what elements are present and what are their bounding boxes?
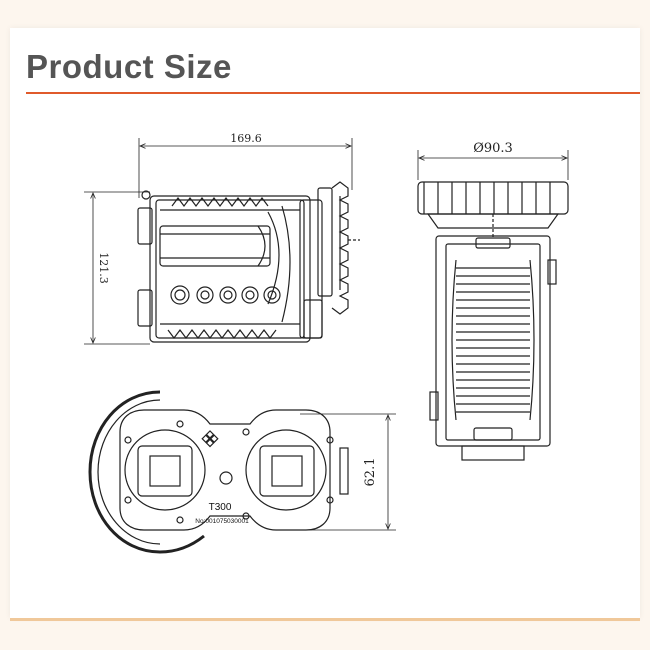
page-title: Product Size <box>26 48 232 85</box>
product-size-card: Product Size <box>10 28 640 618</box>
side-view <box>84 138 360 345</box>
depth-dimension-line <box>300 413 396 531</box>
front-view <box>417 150 569 461</box>
top-view <box>88 390 396 554</box>
height-dimension-line <box>84 191 150 345</box>
depth-dimension-value: 62.1 <box>363 458 378 487</box>
nameplate-model: T300 <box>209 502 232 513</box>
title-underline <box>26 92 640 94</box>
height-dimension-value: 121.3 <box>97 252 110 284</box>
length-dimension-value: 169.6 <box>230 132 262 145</box>
nameplate-serial: No:001075030001 <box>195 518 249 525</box>
length-dimension-line <box>138 138 353 198</box>
diameter-dimension-value: Ø90.3 <box>473 141 513 156</box>
connector-ports <box>170 285 281 305</box>
diameter-dimension-line <box>417 150 569 180</box>
